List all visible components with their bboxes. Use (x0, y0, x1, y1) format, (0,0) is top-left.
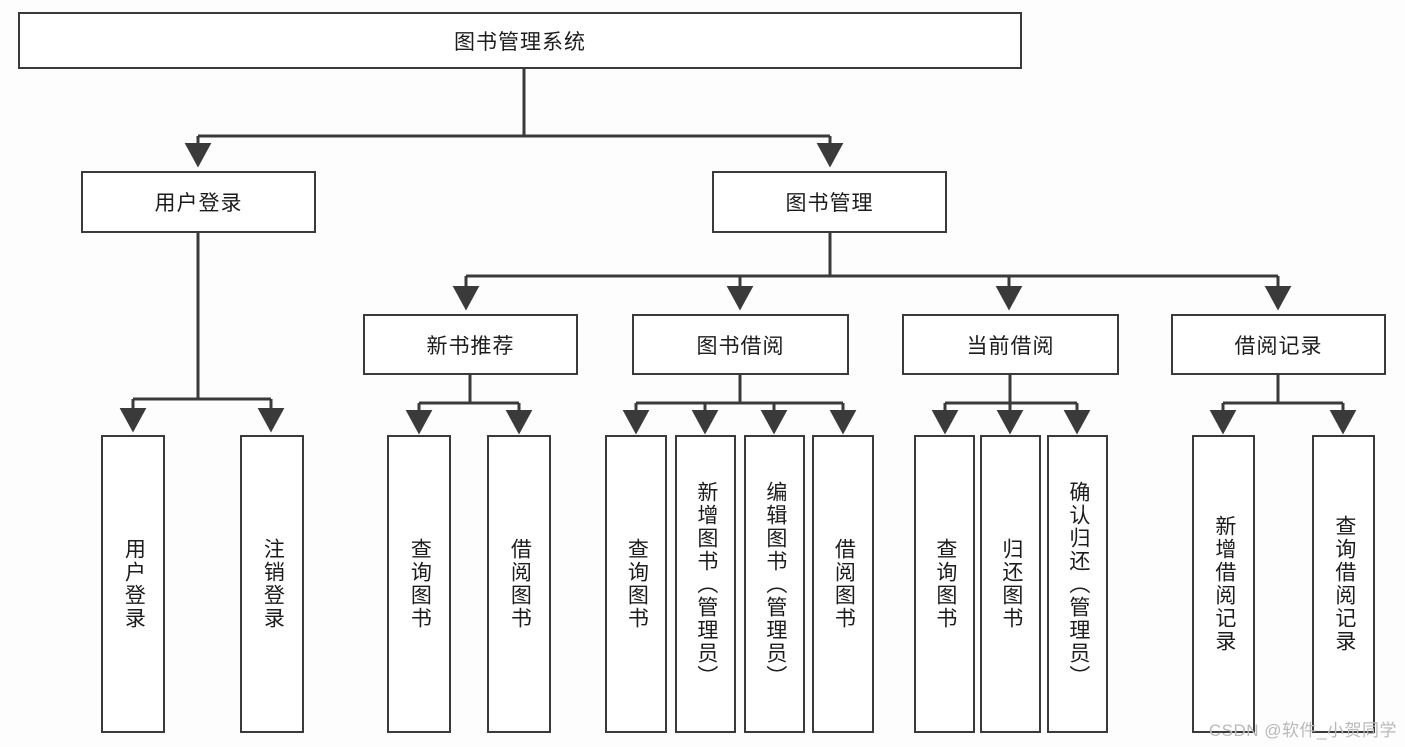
node-label: 借阅记录 (1234, 334, 1323, 358)
node-user-login[interactable]: 用户登录 (81, 171, 316, 233)
csdn-watermark: CSDN @软件_小贺同学 (1208, 721, 1397, 740)
node-label: 编辑图书（管理员） (763, 480, 787, 688)
node-label: 新增图书（管理员） (694, 480, 718, 688)
node-label: 注销登录 (261, 538, 285, 630)
leaf-new-book-borrow[interactable]: 借阅图书 (487, 435, 551, 733)
node-borrow-records[interactable]: 借阅记录 (1171, 314, 1386, 375)
node-current-borrow[interactable]: 当前借阅 (902, 314, 1119, 375)
node-label: 归还图书 (999, 538, 1023, 630)
node-new-book-recommendation[interactable]: 新书推荐 (363, 314, 578, 375)
leaf-borrow-records-add[interactable]: 新增借阅记录 (1192, 435, 1255, 733)
node-book-borrow[interactable]: 图书借阅 (632, 314, 849, 375)
leaf-book-borrow-query[interactable]: 查询图书 (605, 435, 667, 733)
node-label: 借阅图书 (832, 538, 856, 630)
node-label: 用户登录 (154, 192, 243, 215)
node-label: 图书管理 (785, 192, 874, 215)
leaf-current-borrow-query[interactable]: 查询图书 (914, 435, 975, 733)
node-label: 图书借阅 (696, 334, 785, 358)
node-label: 用户登录 (122, 538, 146, 630)
leaf-book-borrow-edit-admin[interactable]: 编辑图书（管理员） (744, 435, 805, 733)
leaf-book-borrow-borrow[interactable]: 借阅图书 (812, 435, 874, 733)
node-label: 当前借阅 (966, 334, 1055, 358)
node-label: 查询图书 (408, 538, 432, 630)
leaf-book-borrow-add-admin[interactable]: 新增图书（管理员） (675, 435, 736, 733)
node-label: 查询图书 (625, 538, 649, 630)
leaf-current-borrow-confirm-return-admin[interactable]: 确认归还（管理员） (1047, 435, 1108, 733)
node-label: 借阅图书 (508, 538, 532, 630)
leaf-current-borrow-return[interactable]: 归还图书 (980, 435, 1041, 733)
node-label: 查询借阅记录 (1332, 515, 1356, 653)
leaf-user-login-login[interactable]: 用户登录 (101, 435, 165, 733)
node-label: 新增借阅记录 (1212, 515, 1236, 653)
node-label: 查询图书 (933, 538, 957, 630)
node-label: 确认归还（管理员） (1066, 480, 1090, 688)
node-label: 新书推荐 (426, 334, 515, 358)
node-book-management[interactable]: 图书管理 (712, 171, 947, 233)
node-root-book-management-system[interactable]: 图书管理系统 (18, 12, 1022, 69)
node-label: 图书管理系统 (454, 30, 586, 54)
leaf-borrow-records-query[interactable]: 查询借阅记录 (1312, 435, 1375, 733)
leaf-user-login-logout[interactable]: 注销登录 (240, 435, 304, 733)
leaf-new-book-query[interactable]: 查询图书 (387, 435, 451, 733)
